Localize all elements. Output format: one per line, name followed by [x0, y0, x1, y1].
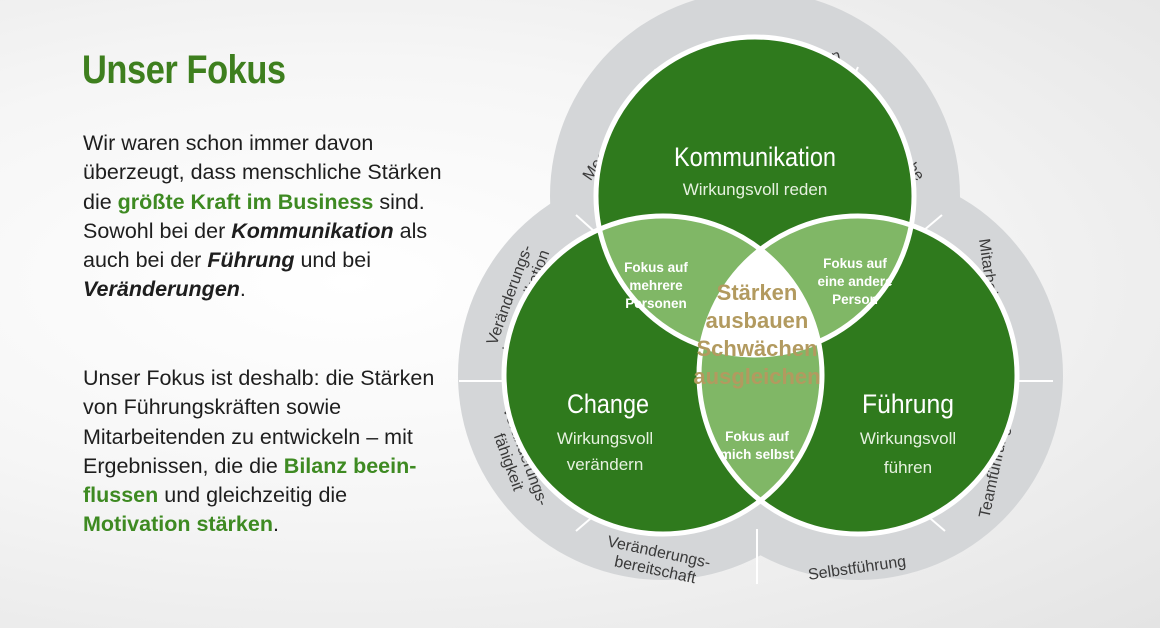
focus-label-left: mehrere	[629, 278, 683, 293]
text-segment: und bei	[294, 248, 371, 273]
highlight-text: größte Kraft im Business	[117, 189, 374, 214]
text-segment: .	[272, 512, 279, 537]
center-label: ausgleichen	[693, 364, 820, 389]
intro-paragraph: Wir waren schon immer davon überzeugt, d…	[83, 129, 443, 305]
center-label: ausbauen	[706, 308, 809, 333]
focus-label-right: Person	[832, 292, 878, 307]
outline	[593, 34, 917, 358]
venn-intersections	[596, 216, 914, 534]
text-segment: Unser Fokus ist deshalb: die Stärken von…	[83, 366, 435, 478]
center-label: Schwächen	[696, 336, 817, 361]
circle-subtitle: Wirkungsvoll	[860, 429, 956, 448]
text-segment: .	[239, 277, 246, 302]
text-segment: als auch bei der	[83, 218, 428, 273]
outline	[501, 213, 825, 537]
circle-subtitle: führen	[884, 458, 932, 477]
emphasis-text: Kommunikation	[231, 218, 394, 243]
highlight-text: Motivation stärken	[83, 512, 273, 537]
highlight-text: Bilanz beein­flussen	[83, 453, 417, 508]
focus-paragraph: Unser Fokus ist deshalb: die Stärken von…	[83, 364, 443, 540]
text-segment: sind. Sowohl bei der	[83, 189, 425, 243]
focus-label-left: Fokus auf	[624, 260, 688, 275]
circle-subtitle: Wirkungsvoll reden	[683, 180, 828, 199]
emphasis-text: Veränderungen	[83, 277, 240, 302]
circle-title-kommunikation: Kommunikation	[674, 142, 836, 172]
text-segment: Wir waren schon immer davon überzeugt, d…	[83, 131, 442, 214]
center-intersection	[699, 216, 822, 355]
text-segment: und gleichzeitig die	[158, 483, 348, 508]
outline	[696, 213, 1020, 537]
emphasis-text: Führung	[207, 248, 295, 273]
circle-subtitle: Wirkungsvoll	[557, 429, 653, 448]
circle-title-change: Change	[567, 389, 649, 419]
focus-label-bottom: Fokus auf	[725, 429, 789, 444]
center-label: Stärken	[717, 280, 798, 305]
circle-title-fuehrung: Führung	[862, 389, 954, 419]
focus-label-right: eine andere	[817, 274, 893, 289]
focus-label-right: Fokus auf	[823, 256, 887, 271]
page-title: Unser Fokus	[82, 48, 286, 92]
venn-outlines	[501, 34, 1020, 537]
focus-label-bottom: mich selbst	[720, 447, 795, 462]
focus-label-left: Personen	[625, 296, 687, 311]
circle-subtitle: verändern	[567, 455, 644, 474]
